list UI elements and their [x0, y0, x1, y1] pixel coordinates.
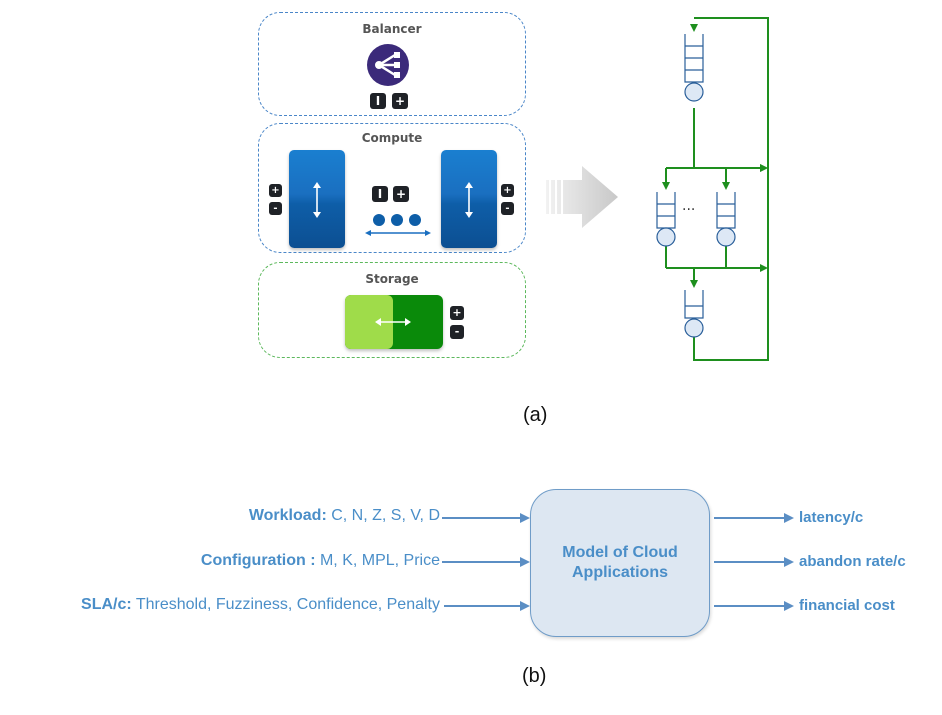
queue-1: [684, 34, 704, 102]
output-financial-cost: financial cost: [799, 597, 895, 614]
queue-4: [684, 290, 704, 338]
input-sla-value: Threshold, Fuzziness, Confidence, Penalt…: [131, 596, 440, 613]
compute-instance-left: [289, 150, 345, 248]
compute-right-plus-button[interactable]: +: [501, 184, 514, 197]
input-configuration: Configuration : M, K, MPL, Price: [201, 552, 440, 570]
output-abandon-rate: abandon rate/c: [799, 553, 906, 570]
vertical-resize-icon: [313, 182, 321, 218]
model-title-line1: Model of Cloud: [562, 544, 678, 561]
compute-left-minus-button[interactable]: -: [269, 202, 282, 215]
compute-label: Compute: [361, 131, 423, 145]
queue-3: [716, 192, 736, 247]
storage-minus-button[interactable]: -: [450, 325, 464, 339]
input-configuration-key: Configuration :: [200, 552, 316, 569]
balancer-tier: Balancer I +: [258, 12, 526, 116]
storage-tier: Storage + -: [258, 262, 526, 358]
storage-label: Storage: [365, 272, 419, 286]
input-workload-key: Workload:: [248, 507, 327, 524]
compute-add-button[interactable]: +: [393, 186, 409, 202]
compute-right-minus-button[interactable]: -: [501, 202, 514, 215]
balancer-remove-button[interactable]: I: [370, 93, 386, 109]
model-arrows: [442, 513, 794, 611]
balancer-label: Balancer: [362, 22, 422, 36]
compute-left-plus-button[interactable]: +: [269, 184, 282, 197]
vertical-resize-icon: [465, 182, 473, 218]
output-latency: latency/c: [799, 509, 864, 526]
input-workload: Workload: C, N, Z, S, V, D: [249, 507, 440, 525]
instances-dots-icon: [365, 214, 431, 236]
input-sla: SLA/c: Threshold, Fuzziness, Confidence,…: [81, 596, 440, 614]
queue-2: [656, 192, 676, 247]
storage-plus-button[interactable]: +: [450, 306, 464, 320]
caption-a: (a): [523, 404, 548, 426]
model-title-line2: Applications: [571, 564, 668, 581]
compute-remove-button[interactable]: I: [372, 186, 388, 202]
compute-instance-right: [441, 150, 497, 248]
storage-volume: [345, 295, 443, 349]
input-configuration-value: M, K, MPL, Price: [315, 552, 440, 569]
parallel-queues-ellipsis: ...: [682, 198, 696, 214]
caption-b: (b): [522, 665, 547, 687]
input-workload-value: C, N, Z, S, V, D: [326, 507, 440, 524]
horizontal-resize-icon: [375, 318, 411, 326]
compute-tier: Compute + - I + +: [258, 123, 526, 253]
model-box: Model of Cloud Applications: [530, 489, 710, 637]
balancer-add-button[interactable]: +: [392, 93, 408, 109]
queueing-network: [656, 17, 769, 361]
load-balancer-icon: [367, 44, 409, 86]
transformation-arrow: [546, 166, 618, 228]
input-sla-key: SLA/c:: [81, 596, 132, 613]
